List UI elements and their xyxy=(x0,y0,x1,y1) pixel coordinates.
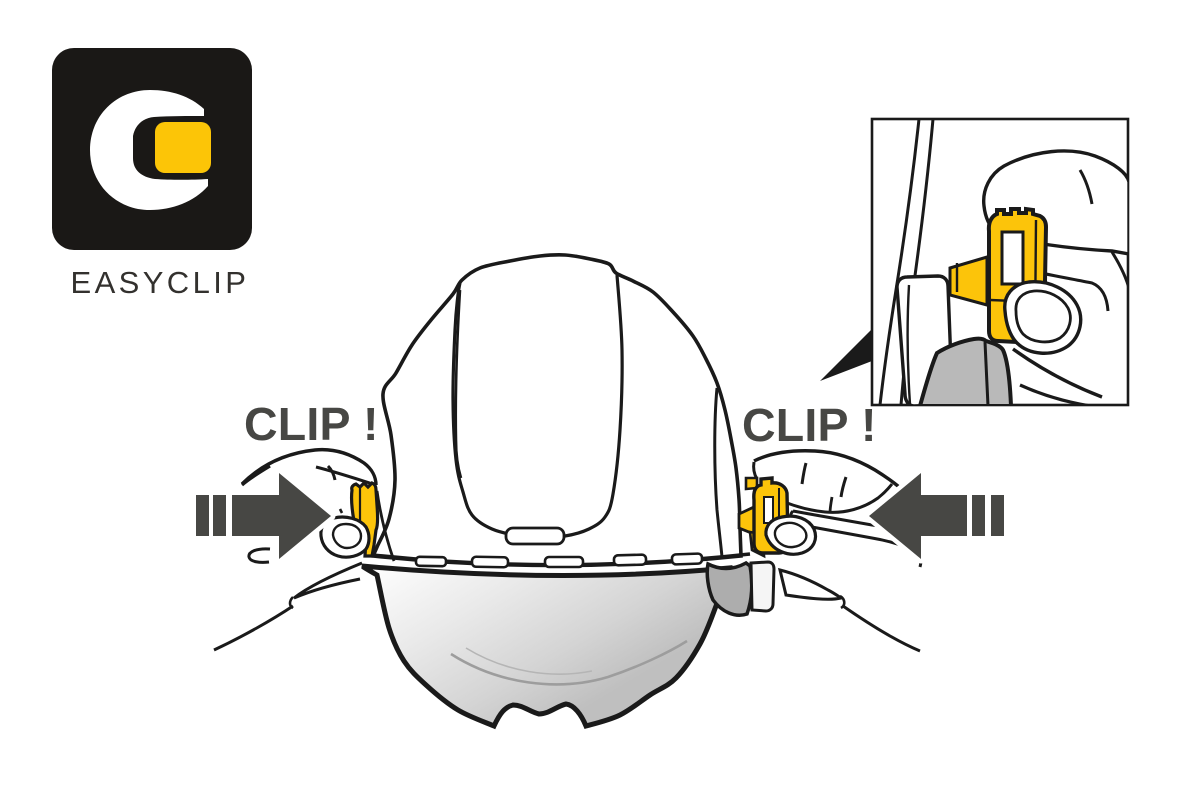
svg-text:CLIP !: CLIP ! xyxy=(244,398,379,450)
svg-text:CLIP !: CLIP ! xyxy=(742,399,877,451)
svg-text:EASYCLIP: EASYCLIP xyxy=(71,265,250,300)
